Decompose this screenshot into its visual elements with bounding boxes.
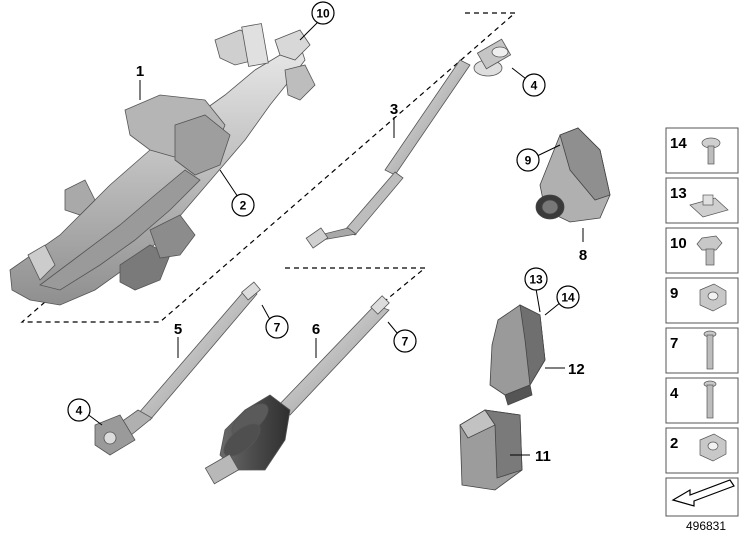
- control-unit: [459, 409, 523, 491]
- label-part-12: 12: [568, 361, 585, 378]
- circled-label-10: 10: [311, 1, 335, 25]
- flange-nut-icon: [699, 433, 727, 462]
- intermediate-shaft: [305, 38, 512, 249]
- fastener-legend: 14 13 10 9: [665, 127, 739, 517]
- legend-item-14: 14: [665, 127, 739, 174]
- circled-label-14: 14: [556, 285, 580, 309]
- circled-label-7-right: 7: [393, 329, 417, 353]
- bracket: [489, 304, 546, 406]
- legend-item-13: 13: [665, 177, 739, 224]
- svg-text:9: 9: [525, 154, 532, 168]
- svg-text:7: 7: [274, 321, 281, 335]
- label-part-5: 5: [174, 321, 182, 338]
- flange-bolt-icon: [703, 380, 717, 419]
- legend-item-7: 7: [665, 327, 739, 374]
- legend-direction-box: [665, 477, 739, 517]
- svg-text:4: 4: [76, 404, 83, 418]
- legend-item-10: 10: [665, 227, 739, 274]
- svg-text:13: 13: [670, 185, 687, 202]
- svg-text:14: 14: [561, 291, 575, 305]
- direction-arrow-icon: [671, 479, 735, 507]
- circled-label-4-bottom: 4: [67, 398, 91, 422]
- circled-label-4-top: 4: [522, 73, 546, 97]
- circled-labels: 10 2 4 9 7 7 4 13: [67, 1, 580, 422]
- hex-nut-icon: [699, 283, 727, 312]
- svg-text:7: 7: [402, 335, 409, 349]
- label-part-6: 6: [312, 321, 320, 338]
- circled-label-13: 13: [524, 267, 548, 291]
- steering-shaft-with-joint: [94, 281, 261, 456]
- svg-text:4: 4: [531, 79, 538, 93]
- screw-icon: [701, 137, 721, 165]
- circled-label-9: 9: [516, 148, 540, 172]
- legend-item-9: 9: [665, 277, 739, 324]
- steering-column-housing: [9, 23, 316, 306]
- svg-text:14: 14: [670, 135, 687, 152]
- hex-bolt-icon: [696, 235, 723, 266]
- svg-text:10: 10: [670, 235, 687, 252]
- svg-text:9: 9: [670, 285, 678, 302]
- svg-text:2: 2: [670, 435, 678, 452]
- svg-text:10: 10: [316, 7, 330, 21]
- label-part-8: 8: [579, 247, 587, 264]
- svg-text:4: 4: [670, 385, 679, 402]
- circled-label-7-left: 7: [265, 315, 289, 339]
- svg-text:13: 13: [529, 273, 543, 287]
- clip-nut-icon: [689, 194, 729, 218]
- label-part-1: 1: [136, 63, 144, 80]
- diagram-reference-number: 496831: [686, 519, 726, 533]
- main-labels: 1 3 5 6 8 11 12: [136, 63, 587, 465]
- bolt-icon: [703, 330, 717, 370]
- svg-text:7: 7: [670, 335, 678, 352]
- steering-column-cover: [535, 127, 611, 223]
- label-part-11: 11: [535, 448, 551, 465]
- legend-item-2: 2: [665, 427, 739, 474]
- legend-item-4: 4: [665, 377, 739, 424]
- svg-text:2: 2: [240, 199, 247, 213]
- label-part-3: 3: [390, 101, 398, 118]
- steering-shaft-with-boot: [204, 295, 390, 485]
- circled-label-2: 2: [231, 193, 255, 217]
